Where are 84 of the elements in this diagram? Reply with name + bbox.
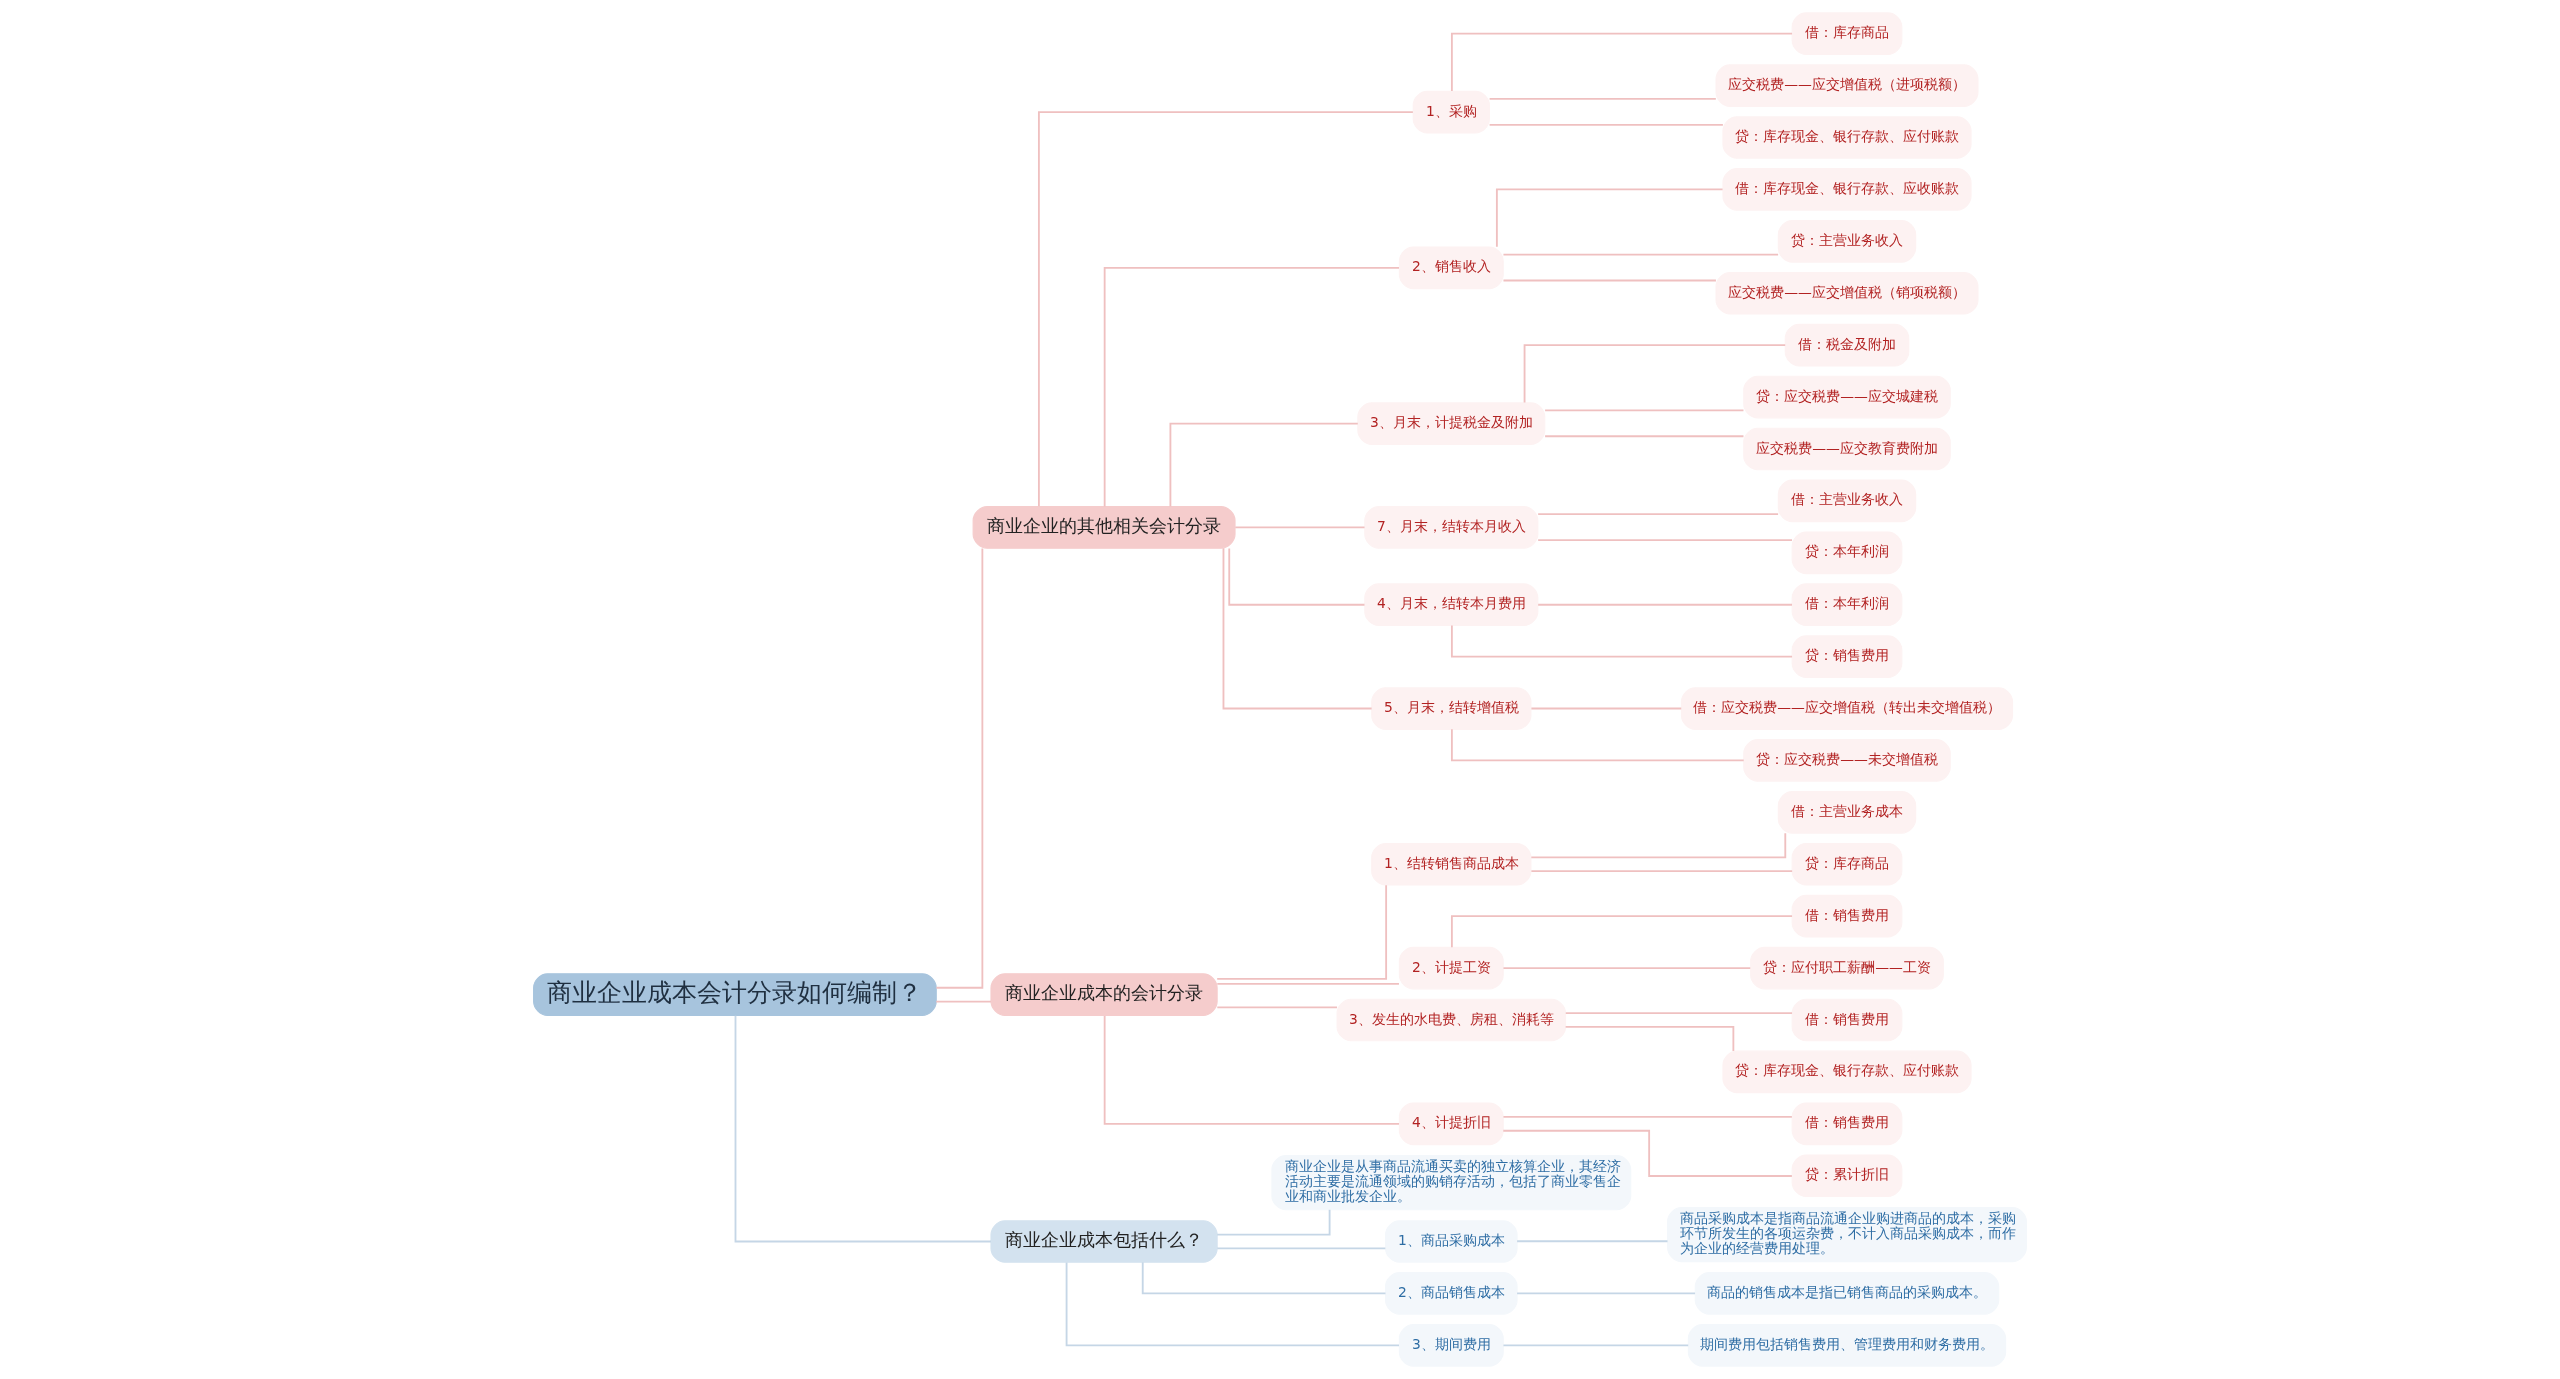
node-box: 借：销售费用 [1791, 998, 1903, 1042]
node-box: 3、期间费用 [1398, 1324, 1504, 1367]
connector [1530, 832, 1787, 859]
connector [1502, 253, 1780, 256]
connector [734, 1014, 992, 1243]
node-box: 贷：累计折旧 [1791, 1154, 1903, 1198]
node-box: 3、发生的水电费、房租、消耗等 [1336, 998, 1567, 1042]
connector [1516, 1292, 1696, 1295]
node-box: 贷：销售费用 [1791, 635, 1903, 678]
node-box: 商业企业成本包括什么？ [990, 1220, 1218, 1263]
connector [1502, 1116, 1793, 1118]
connector [935, 547, 984, 989]
node-box: 2、销售收入 [1398, 246, 1504, 290]
node-box: 2、商品销售成本 [1385, 1272, 1518, 1315]
node-box: 应交税费——应交教育费附加 [1743, 427, 1951, 471]
node-box: 4、月末，结转本月费用 [1364, 583, 1539, 627]
connector [1523, 344, 1787, 404]
connector [1502, 279, 1717, 282]
node-box: 商业企业的其他相关会计分录 [972, 506, 1236, 549]
connector [1488, 97, 1717, 100]
node-box: 1、商品采购成本 [1385, 1220, 1518, 1263]
node-box: 3、月末，计提税金及附加 [1357, 402, 1546, 445]
connector [1544, 435, 1745, 438]
connector [1537, 513, 1780, 516]
node-box: 1、结转销售商品成本 [1371, 842, 1532, 886]
node-box: 商业企业是从事商品流通买卖的独立核算企业，其经济活动主要是流通领域的购销存活动，包括了商业零售企业和商业批发企业。 [1271, 1155, 1632, 1211]
connector [1216, 1247, 1387, 1250]
connector [1216, 1208, 1331, 1236]
connector [1216, 884, 1388, 980]
node-box: 借：主营业务成本 [1777, 791, 1917, 834]
connector [1103, 266, 1400, 508]
node-box: 1、采购 [1412, 90, 1490, 134]
connector [1502, 1129, 1793, 1177]
connector [1537, 539, 1793, 542]
node-box: 借：库存现金、银行存款、应收账款 [1722, 168, 1972, 211]
node-box: 商品采购成本是指商品流通企业购进商品的成本，采购环节所发生的各项运杂费，不计入商品采购成本，而作为企业的经营费用处理。 [1667, 1206, 2027, 1263]
node-box: 贷：应交税费——未交增值税 [1743, 739, 1951, 782]
connector [935, 1000, 992, 1003]
connector [1544, 409, 1745, 412]
node-box: 贷：库存商品 [1791, 842, 1903, 886]
node-box: 贷：应交税费——应交城建税 [1743, 375, 1951, 419]
connector [1495, 188, 1724, 248]
node-box: 借：主营业务收入 [1777, 479, 1917, 523]
node-box: 借：库存商品 [1791, 12, 1903, 55]
connector [1216, 1006, 1338, 1009]
node-box: 商业企业成本的会计分录 [990, 973, 1218, 1016]
connector [1502, 967, 1752, 970]
connector [1065, 1261, 1400, 1347]
connector [1530, 707, 1683, 710]
node-box: 借：销售费用 [1791, 894, 1903, 938]
node-box: 应交税费——应交增值税（进项税额） [1715, 64, 1979, 107]
node-box: 应交税费——应交增值税（销项税额） [1715, 271, 1979, 315]
connector [1488, 123, 1724, 126]
connector [1537, 603, 1793, 606]
connector [1222, 547, 1373, 710]
node-box: 借：应交税费——应交增值税（转出未交增值税） [1680, 687, 2014, 730]
connector [1216, 982, 1400, 985]
connector [1037, 111, 1414, 508]
node-box: 7、月末，结转本月收入 [1364, 506, 1539, 549]
node-box: 贷：主营业务收入 [1777, 220, 1917, 263]
node-box: 贷：本年利润 [1791, 531, 1903, 575]
node-box: 贷：库存现金、银行存款、应付账款 [1722, 1050, 1972, 1094]
node-box: 贷：应付职工薪酬——工资 [1750, 946, 1944, 990]
node-box: 借：销售费用 [1791, 1102, 1903, 1146]
connector [1228, 547, 1366, 606]
connector [1502, 1344, 1690, 1347]
connector [1516, 1240, 1669, 1243]
connector [1564, 1026, 1735, 1052]
node-box: 借：税金及附加 [1784, 323, 1910, 367]
node-box: 4、计提折旧 [1398, 1102, 1504, 1146]
connector [1530, 870, 1794, 873]
connector [1103, 1015, 1400, 1125]
node-box: 商业企业成本会计分录如何编制？ [533, 973, 937, 1016]
node-box: 商品的销售成本是指已销售商品的采购成本。 [1694, 1272, 2000, 1315]
connector [1450, 915, 1793, 949]
node-box: 2、计提工资 [1398, 946, 1504, 990]
node-box: 5、月末，结转增值税 [1371, 687, 1532, 730]
connector [1234, 526, 1366, 529]
node-box: 借：本年利润 [1791, 583, 1903, 627]
node-box: 贷：库存现金、银行存款、应付账款 [1722, 116, 1972, 159]
connector [1450, 32, 1793, 93]
connector [1564, 1012, 1793, 1014]
connector [1169, 422, 1359, 508]
node-box: 期间费用包括销售费用、管理费用和财务费用。 [1687, 1324, 2007, 1367]
